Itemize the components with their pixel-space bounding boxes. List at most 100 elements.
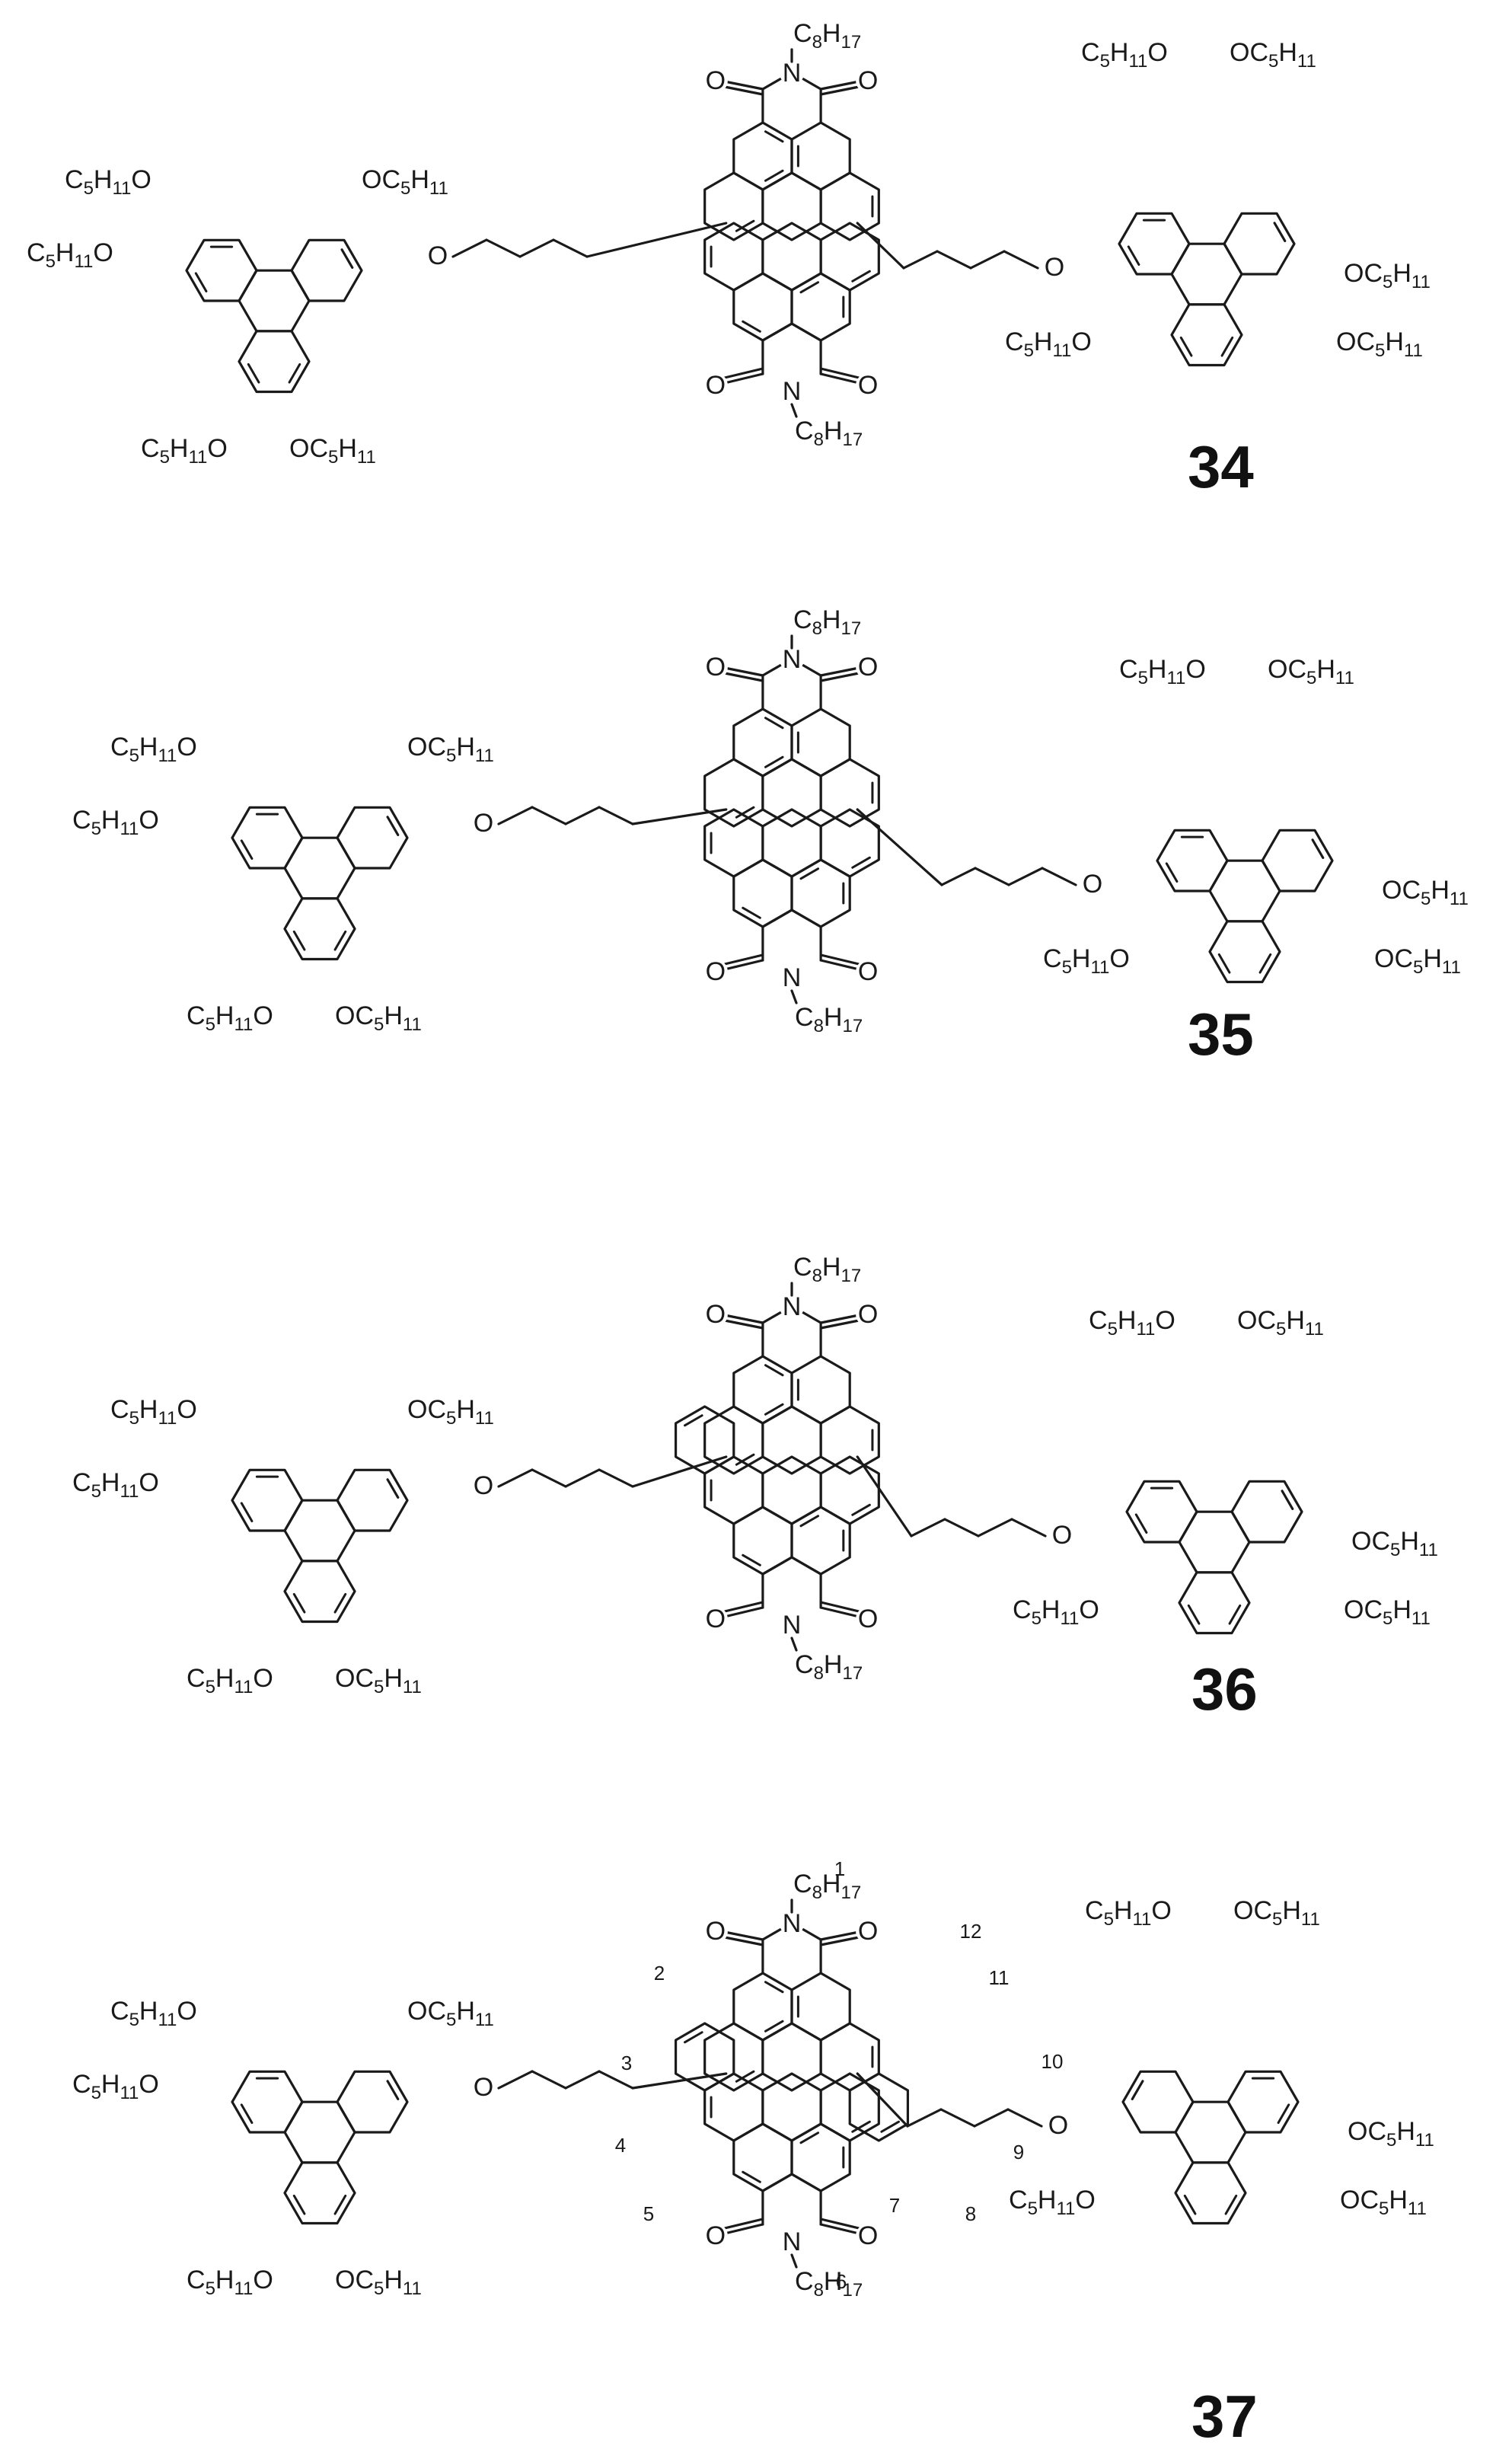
octyl-label: C8H17 bbox=[793, 605, 861, 639]
pentyloxy-label: C5H11O bbox=[1085, 1896, 1172, 1930]
ether-oxygen: O bbox=[474, 809, 493, 838]
pentyloxy-label: C5H11O bbox=[110, 1997, 197, 2030]
pentyloxy-label: OC5H11 bbox=[1233, 1896, 1320, 1930]
pentyloxy-label: OC5H11 bbox=[1340, 2186, 1427, 2219]
ring-position-10: 10 bbox=[1041, 2050, 1064, 2073]
carbonyl-oxygen: O bbox=[706, 2221, 726, 2250]
ring-position-6: 6 bbox=[836, 2270, 847, 2293]
pentyloxy-label: OC5H11 bbox=[335, 1001, 422, 1035]
compound-label-37: 37 bbox=[1191, 2383, 1258, 2450]
pentyloxy-label: OC5H11 bbox=[1382, 876, 1469, 909]
compound-label-35: 35 bbox=[1188, 1001, 1254, 1068]
imide-nitrogen: N bbox=[783, 1611, 802, 1640]
pentyloxy-label: OC5H11 bbox=[1237, 1306, 1324, 1340]
carbonyl-oxygen: O bbox=[858, 1605, 878, 1633]
carbonyl-oxygen: O bbox=[706, 957, 726, 986]
ring-position-4: 4 bbox=[615, 2134, 626, 2157]
pentyloxy-label: C5H11O bbox=[141, 434, 228, 468]
octyl-label: C8H17 bbox=[793, 1870, 861, 1903]
pentyloxy-label: OC5H11 bbox=[1336, 327, 1423, 361]
ether-oxygen: O bbox=[1083, 870, 1102, 899]
pentyloxy-label: OC5H11 bbox=[1268, 655, 1354, 688]
ether-oxygen: O bbox=[474, 2073, 493, 2102]
imide-nitrogen: N bbox=[783, 59, 802, 88]
ether-oxygen: O bbox=[1052, 1521, 1072, 1550]
octyl-label: C8H17 bbox=[795, 417, 863, 450]
triphenylene-left bbox=[231, 1468, 409, 1624]
pentyloxy-label: OC5H11 bbox=[407, 733, 494, 766]
pentyloxy-label: C5H11O bbox=[1089, 1306, 1175, 1340]
carbonyl-oxygen: O bbox=[858, 66, 878, 95]
pentyloxy-label: C5H11O bbox=[187, 1001, 273, 1035]
triphenylene-left bbox=[231, 806, 409, 961]
carbonyl-oxygen: O bbox=[706, 653, 726, 682]
compound-label-34: 34 bbox=[1188, 433, 1254, 500]
ether-oxygen: O bbox=[474, 1471, 493, 1500]
pentyloxy-label: C5H11O bbox=[72, 806, 159, 839]
pentyloxy-label: OC5H11 bbox=[1374, 944, 1461, 978]
octyl-label: C8H17 bbox=[795, 2267, 863, 2301]
pentyloxy-label: C5H11O bbox=[65, 165, 152, 199]
carbonyl-oxygen: O bbox=[706, 1605, 726, 1633]
triphenylene-right bbox=[1125, 1480, 1303, 1635]
ether-oxygen: O bbox=[1045, 253, 1064, 282]
ring-position-5: 5 bbox=[643, 2202, 654, 2225]
octyl-label: C8H17 bbox=[795, 1650, 863, 1684]
carbonyl-oxygen: O bbox=[858, 653, 878, 682]
pentyloxy-label: OC5H11 bbox=[407, 1997, 494, 2030]
ring-position-7: 7 bbox=[889, 2194, 900, 2217]
carbonyl-oxygen: O bbox=[706, 1917, 726, 1946]
carbonyl-oxygen: O bbox=[706, 66, 726, 95]
imide-nitrogen: N bbox=[783, 963, 802, 992]
pentyloxy-label: C5H11O bbox=[1043, 944, 1130, 978]
pentyloxy-label: C5H11O bbox=[72, 1468, 159, 1502]
pentyloxy-label: OC5H11 bbox=[1351, 1527, 1438, 1560]
ring-position-11: 11 bbox=[989, 1966, 1010, 1989]
triphenylene-right bbox=[1118, 212, 1296, 367]
carbonyl-oxygen: O bbox=[858, 1917, 878, 1946]
ring-position-1: 1 bbox=[834, 1857, 845, 1880]
pentyloxy-label: OC5H11 bbox=[407, 1395, 494, 1429]
pentyloxy-label: OC5H11 bbox=[1230, 38, 1316, 72]
pentyloxy-label: C5H11O bbox=[1013, 1595, 1099, 1629]
ring-position-9: 9 bbox=[1013, 2141, 1024, 2163]
pentyloxy-label: C5H11O bbox=[1009, 2186, 1096, 2219]
carbonyl-oxygen: O bbox=[858, 371, 878, 400]
carbonyl-oxygen: O bbox=[706, 371, 726, 400]
triphenylene-right bbox=[1156, 829, 1334, 984]
octyl-label: C8H17 bbox=[795, 1003, 863, 1036]
pentyloxy-label: OC5H11 bbox=[289, 434, 376, 468]
pentyloxy-label: OC5H11 bbox=[335, 1664, 422, 1697]
octyl-label: C8H17 bbox=[793, 1253, 861, 1286]
carbonyl-oxygen: O bbox=[706, 1300, 726, 1329]
pentyloxy-label: C5H11O bbox=[27, 238, 113, 272]
pentyloxy-label: C5H11O bbox=[1081, 38, 1168, 72]
compound-label-36: 36 bbox=[1191, 1656, 1258, 1723]
carbonyl-oxygen: O bbox=[858, 1300, 878, 1329]
carbonyl-oxygen: O bbox=[858, 2221, 878, 2250]
pentyloxy-label: C5H11O bbox=[1005, 327, 1092, 361]
imide-nitrogen: N bbox=[783, 1292, 802, 1321]
pentyloxy-label: OC5H11 bbox=[335, 2266, 422, 2299]
imide-nitrogen: N bbox=[783, 645, 802, 674]
pentyloxy-label: OC5H11 bbox=[1344, 1595, 1431, 1629]
ether-oxygen: O bbox=[1048, 2111, 1068, 2140]
imide-nitrogen: N bbox=[783, 377, 802, 406]
triphenylene-left bbox=[185, 238, 363, 394]
imide-nitrogen: N bbox=[783, 2227, 802, 2256]
imide-nitrogen: N bbox=[783, 1909, 802, 1938]
pentyloxy-label: C5H11O bbox=[187, 1664, 273, 1697]
pentyloxy-label: C5H11O bbox=[110, 1395, 197, 1429]
pentyloxy-label: OC5H11 bbox=[362, 165, 448, 199]
ether-oxygen: O bbox=[428, 241, 448, 270]
carbonyl-oxygen: O bbox=[858, 957, 878, 986]
pentyloxy-label: OC5H11 bbox=[1344, 259, 1431, 292]
ring-position-8: 8 bbox=[965, 2202, 976, 2225]
pentyloxy-label: C5H11O bbox=[1119, 655, 1206, 688]
